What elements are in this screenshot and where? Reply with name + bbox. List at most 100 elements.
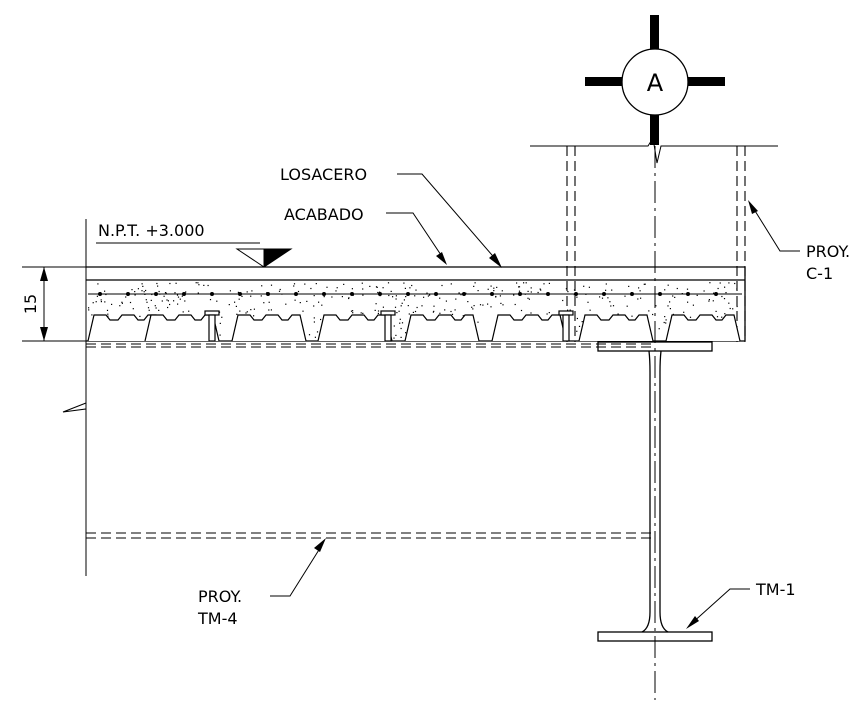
stipple-dot: [376, 286, 378, 288]
grid-axis-label: A: [647, 69, 664, 97]
mesh-dot: [434, 292, 438, 296]
stipple-dot: [477, 321, 479, 323]
mesh-dot: [490, 292, 494, 296]
stipple-dot: [246, 291, 248, 293]
stipple-dot: [692, 304, 694, 306]
proy-c1-label-line1: PROY.: [806, 242, 850, 261]
stipple-dot: [433, 310, 435, 312]
stipple-dot: [148, 309, 150, 311]
stipple-dot: [270, 309, 272, 311]
stipple-dot: [416, 306, 418, 309]
stipple-dot: [589, 309, 591, 311]
stipple-dot: [516, 282, 518, 284]
stipple-dot: [382, 287, 384, 289]
stipple-dot: [234, 301, 236, 303]
proy-tm4-label-line1: PROY.: [198, 587, 242, 606]
stipple-dot: [502, 304, 504, 306]
stud-shank: [208, 314, 216, 342]
stipple-dot: [421, 305, 423, 307]
stipple-dot: [395, 298, 397, 300]
stipple-dot: [131, 289, 133, 291]
stipple-dot: [313, 317, 315, 319]
stipple-dot: [439, 312, 441, 314]
stipple-dot: [228, 304, 230, 306]
stipple-dot: [736, 305, 738, 308]
stipple-dot: [216, 300, 218, 302]
stipple-dot: [573, 294, 575, 296]
stipple-dot: [195, 282, 197, 284]
stipple-dot: [92, 302, 94, 304]
stipple-dot: [479, 304, 482, 306]
stipple-dot: [169, 303, 171, 306]
stipple-dot: [703, 290, 705, 292]
stipple-dot: [141, 290, 143, 292]
stipple-dot: [377, 312, 379, 314]
stipple-dot: [403, 299, 405, 301]
stipple-dot: [285, 303, 287, 305]
stud-head: [204, 310, 220, 316]
deck-rib: [317, 314, 393, 342]
stipple-dot: [314, 336, 316, 338]
stipple-dot: [158, 290, 160, 293]
stipple-dot: [665, 322, 667, 324]
stipple-dot: [548, 282, 550, 284]
stipple-dot: [306, 300, 308, 302]
stipple-dot: [624, 295, 626, 297]
stipple-dot: [687, 301, 689, 303]
stipple-dot: [134, 294, 136, 296]
mesh-dot: [210, 292, 214, 296]
proy-c1-label-line2: C-1: [806, 264, 833, 283]
stipple-dot: [382, 306, 384, 308]
stipple-dot: [467, 301, 469, 303]
deck-rib: [491, 314, 567, 342]
stipple-dot: [530, 312, 532, 314]
stipple-dot: [403, 282, 405, 284]
stipple-dot: [176, 294, 179, 296]
stipple-dot: [169, 282, 171, 285]
stipple-dot: [154, 305, 156, 307]
stipple-dot: [611, 289, 613, 291]
stipple-dot: [405, 296, 407, 298]
stipple-dot: [546, 313, 548, 315]
stipple-dot: [137, 288, 139, 290]
stipple-dot: [400, 336, 402, 338]
proy-c1-leader: PROY. C-1: [748, 200, 850, 283]
stipple-dot: [441, 284, 443, 287]
stipple-dot: [237, 291, 239, 293]
stipple-dot: [107, 313, 109, 315]
stipple-dot: [134, 291, 136, 293]
stipple-dot: [415, 289, 417, 291]
stipple-dot: [361, 282, 363, 284]
stipple-dot: [626, 305, 628, 307]
stipple-dot: [465, 292, 467, 294]
stipple-dot: [253, 308, 255, 310]
stipple-dot: [250, 309, 252, 311]
stipple-dot: [487, 303, 489, 305]
bubble-tick-right: [688, 77, 725, 86]
stipple-dot: [279, 288, 281, 291]
mesh-dot: [406, 292, 410, 296]
stipple-dot: [530, 291, 532, 293]
stipple-dot: [207, 284, 209, 287]
stipple-dot: [166, 299, 168, 301]
stipple-dot: [404, 287, 406, 289]
stipple-dot: [450, 310, 452, 313]
stipple-dot: [362, 294, 364, 296]
stipple-dot: [221, 316, 223, 318]
stipple-dot: [147, 307, 150, 309]
stipple-dot: [548, 312, 550, 314]
stipple-dot: [518, 286, 521, 288]
stipple-dot: [316, 331, 319, 333]
stipple-dot: [395, 334, 397, 336]
stipple-dot: [393, 325, 395, 327]
stipple-dot: [708, 300, 710, 302]
stipple-dot: [174, 292, 176, 294]
steel-beam-tm1: [597, 341, 713, 642]
stipple-dot: [628, 285, 630, 287]
stipple-dot: [496, 286, 498, 288]
stipple-dot: [427, 295, 429, 297]
beam-tm4-projection: [86, 343, 655, 539]
stipple-dot: [724, 313, 726, 315]
stipple-dot: [343, 283, 345, 285]
stipple-dot: [253, 315, 255, 317]
